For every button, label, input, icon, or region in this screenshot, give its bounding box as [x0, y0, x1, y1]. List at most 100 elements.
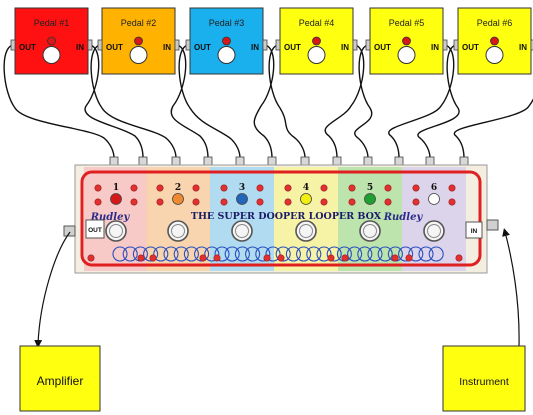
- loop-footswitch-icon[interactable]: [423, 220, 445, 242]
- pedal-in-jack[interactable]: [442, 39, 448, 51]
- loop-led-icon: [364, 193, 376, 205]
- pedal-in-jack[interactable]: [262, 39, 268, 51]
- loop-2: 2: [149, 183, 207, 262]
- pedal-label: Pedal #4: [299, 18, 335, 28]
- loop-1: 1: [87, 183, 145, 262]
- jack-dot-icon: [348, 198, 356, 206]
- pedal-out-jack[interactable]: [10, 39, 16, 51]
- footswitch-icon[interactable]: [129, 46, 148, 64]
- pedal-in-jack[interactable]: [530, 39, 533, 51]
- loop-footswitch-icon[interactable]: [105, 220, 127, 242]
- pedal-in-jack[interactable]: [174, 39, 180, 51]
- loop-led-icon: [172, 193, 184, 205]
- jack-dot-icon: [341, 254, 349, 262]
- pedal-out-jack[interactable]: [365, 39, 371, 51]
- looper-in-label: IN: [471, 228, 478, 235]
- coil-loop: [245, 246, 261, 262]
- footswitch-icon[interactable]: [307, 46, 326, 64]
- pedal-led-icon: [222, 36, 231, 46]
- pedal-out-label: OUT: [106, 43, 123, 52]
- loop-led-icon: [428, 193, 440, 205]
- pedal-in-jack[interactable]: [87, 39, 93, 51]
- pedal-out-label: OUT: [462, 43, 479, 52]
- pedal-label: Pedal #2: [121, 18, 157, 28]
- amplifier-box: [19, 345, 101, 412]
- out-to-amp-cable: [34, 231, 71, 348]
- coil-loop: [112, 246, 128, 262]
- footswitch-icon[interactable]: [397, 46, 416, 64]
- pedal-out-jack[interactable]: [275, 39, 281, 51]
- coil-loop: [347, 246, 363, 262]
- coil-loop: [418, 246, 434, 262]
- pedal-label: Pedal #1: [34, 18, 70, 28]
- amplifier-label: Amplifier: [37, 374, 84, 388]
- loop-footswitch-icon[interactable]: [167, 220, 189, 242]
- pedal-in-jack[interactable]: [352, 39, 358, 51]
- jack-dot-icon: [192, 184, 200, 192]
- cable-send-4: [268, 44, 306, 159]
- footswitch-ring: [235, 224, 249, 238]
- loop-number: 3: [239, 183, 245, 193]
- footswitch-ring: [363, 224, 377, 238]
- pedal-out-jack[interactable]: [453, 39, 459, 51]
- pedal-label: Pedal #3: [209, 18, 245, 28]
- looper-in-jack[interactable]: [486, 219, 499, 231]
- cable-return-2: [170, 44, 209, 159]
- footswitch-icon[interactable]: [485, 46, 504, 64]
- jack-dot-icon: [277, 254, 285, 262]
- loop-number: 6: [431, 183, 437, 193]
- jack-dot-icon: [213, 254, 221, 262]
- cable-return-3: [253, 44, 275, 159]
- jack-dot-icon: [320, 198, 328, 206]
- coil-loop: [275, 246, 291, 262]
- coil-loop: [224, 246, 240, 262]
- looper-out-label: OUT: [88, 227, 102, 234]
- looper-out-label-box: [85, 219, 105, 239]
- coil-loop: [306, 246, 322, 262]
- coil-loop: [153, 246, 169, 262]
- jack-dot-icon: [348, 184, 356, 192]
- jack-dot-icon: [448, 198, 456, 206]
- pedal-in-label: IN: [341, 43, 349, 52]
- patch-cables: [3, 44, 533, 167]
- cable-send-5: [354, 44, 373, 159]
- pedal-in-label: IN: [76, 43, 84, 52]
- loop-led-icon: [300, 193, 312, 205]
- loop-footswitch-icon[interactable]: [231, 220, 253, 242]
- looper-outline: [80, 170, 482, 267]
- loop-footswitch-icon[interactable]: [359, 220, 381, 242]
- jack-dot-icon: [412, 184, 420, 192]
- jack-dot-icon: [130, 198, 138, 206]
- coil-loop: [285, 246, 301, 262]
- footswitch-icon[interactable]: [217, 46, 236, 64]
- band-5: [338, 167, 402, 271]
- instrument-to-in-cable: [502, 228, 520, 347]
- footswitch-ring: [109, 224, 123, 238]
- coil-loop: [255, 246, 271, 262]
- looper-in-label-box: [465, 221, 483, 239]
- loop-footswitch-icon[interactable]: [295, 220, 317, 242]
- jack-dot-icon: [156, 198, 164, 206]
- band-3: [210, 167, 274, 271]
- pedal-out-label: OUT: [194, 43, 211, 52]
- footswitch-icon[interactable]: [42, 46, 61, 64]
- jack-dot-icon: [199, 254, 207, 262]
- footswitch-ring: [171, 224, 185, 238]
- coil-loop: [326, 246, 342, 262]
- brand-left: Rudley: [90, 212, 131, 223]
- pedal-out-jack[interactable]: [185, 39, 191, 51]
- pedal-led-icon: [312, 36, 321, 46]
- pedal-out-jack[interactable]: [97, 39, 103, 51]
- cable-return-1: [84, 44, 144, 159]
- jack-dot-icon: [412, 198, 420, 206]
- coil-loop: [214, 246, 230, 262]
- pedal-label: Pedal #6: [477, 18, 513, 28]
- looper-out-jack[interactable]: [63, 225, 76, 237]
- jack-dot-icon: [284, 184, 292, 192]
- coil-loop: [377, 246, 393, 262]
- cable-return-4: [324, 44, 365, 159]
- jack-dot-icon: [327, 254, 335, 262]
- pedal-in-label: IN: [163, 43, 171, 52]
